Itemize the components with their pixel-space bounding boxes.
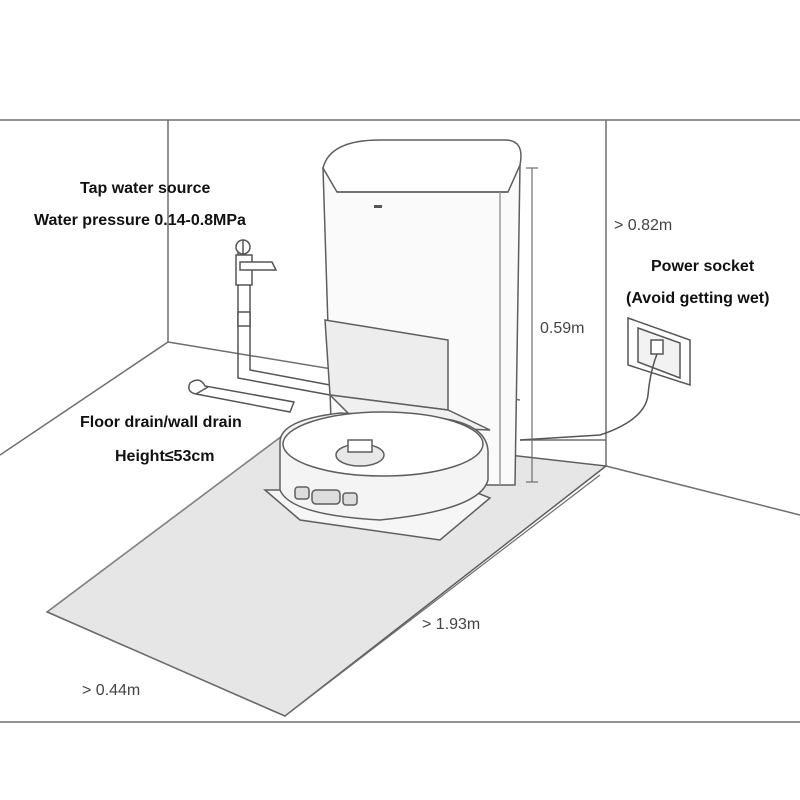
- water-pipe: [237, 245, 331, 396]
- tap-water-source-label: Tap water source: [80, 180, 211, 197]
- floor-drain-label: Floor drain/wall drain: [80, 414, 242, 431]
- floor-drain-icon: [188, 379, 296, 413]
- height-limit-label: Height≤53cm: [115, 448, 214, 465]
- side-clearance-label: > 0.82m: [614, 217, 672, 234]
- avoid-wet-label: (Avoid getting wet): [626, 290, 769, 307]
- power-cable: [519, 353, 658, 441]
- base-station: [322, 139, 522, 486]
- faucet-icon: [235, 239, 278, 286]
- width-clearance-label: > 0.44m: [82, 682, 140, 699]
- power-socket-icon: [627, 316, 691, 387]
- water-pressure-label: Water pressure 0.14-0.8MPa: [34, 212, 246, 229]
- station-height-label: 0.59m: [540, 320, 584, 337]
- robot-vacuum: [262, 411, 492, 541]
- room-outline: [0, 119, 800, 723]
- dimension-lines: [47, 167, 601, 717]
- power-socket-label: Power socket: [651, 258, 755, 275]
- mat-edge: [46, 429, 291, 613]
- front-clearance-label: > 1.93m: [422, 616, 480, 633]
